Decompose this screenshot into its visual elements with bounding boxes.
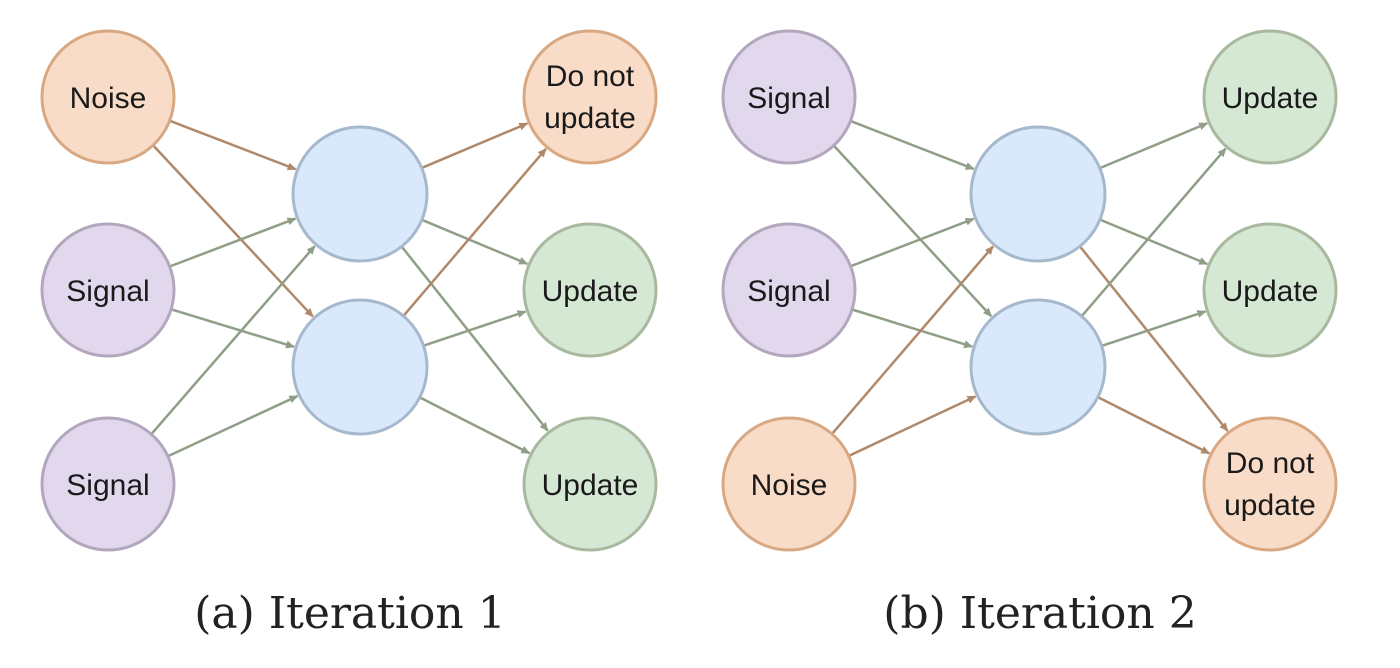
output-node-1: Do not update: [522, 29, 658, 165]
hidden-to-output-edge: [1080, 147, 1227, 317]
input-node-1: Signal: [721, 29, 857, 165]
output-node-3: Update: [522, 416, 658, 552]
hidden-to-output-edge: [1101, 310, 1207, 348]
output-node-label-line-1: Do not: [546, 60, 635, 93]
hidden-to-output-edge: [421, 218, 529, 265]
input-node-label: Signal: [747, 82, 830, 115]
output-node-2: Update: [522, 222, 658, 358]
input-node-1: Noise: [40, 29, 176, 165]
hidden-to-output-edge: [421, 122, 529, 170]
hidden-to-output-edge: [1099, 122, 1209, 170]
input-to-hidden-edge: [832, 144, 993, 318]
output-node-label: Update: [1222, 82, 1319, 115]
input-to-hidden-edge: [851, 308, 974, 349]
edges-iteration-1: [150, 119, 549, 458]
input-node-label: Signal: [66, 469, 149, 502]
hidden-to-output-edge: [1099, 218, 1209, 266]
output-node-label-line-2: update: [1224, 489, 1316, 522]
input-to-hidden-edge: [831, 245, 994, 435]
input-to-hidden-edge: [150, 245, 316, 436]
input-node-3: Signal: [40, 416, 176, 552]
hidden-to-output-edge: [400, 245, 549, 432]
caption-iteration-2: (b) Iteration 2: [883, 588, 1196, 639]
output-node-label: Update: [542, 469, 639, 502]
output-node-label: Update: [542, 275, 639, 308]
input-to-hidden-edge: [169, 217, 297, 268]
hidden-to-output-edge: [1078, 245, 1229, 432]
input-node-3: Noise: [721, 416, 857, 552]
input-node-label: Noise: [70, 82, 147, 115]
hidden-node-2: [969, 298, 1107, 436]
hidden-node-1: [291, 125, 429, 263]
output-node-label-line-2: update: [544, 102, 636, 135]
hidden-to-output-edge: [419, 396, 531, 455]
input-node-label: Signal: [747, 275, 830, 308]
input-to-hidden-edge: [152, 144, 314, 318]
caption-iteration-1: (a) Iteration 1: [194, 588, 505, 639]
input-to-hidden-edge: [167, 394, 299, 458]
hidden-to-output-edge: [1097, 396, 1211, 455]
input-node-label: Signal: [66, 275, 149, 308]
input-node-label: Noise: [751, 469, 828, 502]
input-to-hidden-edge: [848, 395, 977, 458]
edges-iteration-2: [831, 119, 1229, 458]
output-node-label-line-1: Do not: [1226, 447, 1315, 480]
hidden-node-1: [969, 125, 1107, 263]
output-node-2: Update: [1202, 222, 1338, 358]
output-node-label: Update: [1222, 275, 1319, 308]
input-to-hidden-edge: [850, 119, 975, 171]
hidden-node-2: [291, 298, 429, 436]
input-to-hidden-edge: [850, 217, 975, 268]
panel-iteration-2: Signal Signal Noise Update Update Do not…: [721, 29, 1338, 639]
input-to-hidden-edge: [170, 308, 295, 349]
input-node-2: Signal: [40, 222, 176, 358]
output-node-1: Update: [1202, 29, 1338, 165]
panel-iteration-1: Noise Signal Signal Do not update Update…: [40, 29, 658, 639]
hidden-to-output-edge: [423, 310, 527, 347]
input-node-2: Signal: [721, 222, 857, 358]
output-node-3: Do not update: [1202, 416, 1338, 552]
input-to-hidden-edge: [169, 119, 297, 171]
hidden-to-output-edge: [402, 147, 547, 317]
